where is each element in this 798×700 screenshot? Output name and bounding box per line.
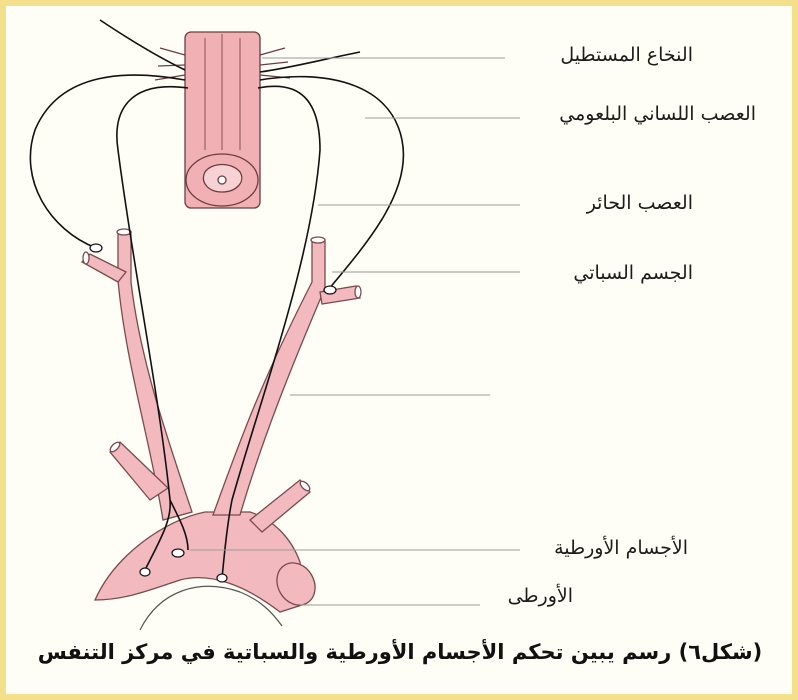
label-vagus-nerve: العصب الحائر bbox=[587, 192, 693, 214]
aortic-arch bbox=[95, 512, 305, 612]
figure-caption: (شكل٦) رسم يبين تحكم الأجسام الأورطية وا… bbox=[30, 640, 770, 664]
label-aortic-bodies: الأجسام الأورطية bbox=[554, 537, 688, 559]
carotid-body-left bbox=[90, 244, 102, 252]
aortic-body-2 bbox=[172, 549, 184, 557]
right-subclavian bbox=[250, 480, 310, 532]
glossopharyngeal-left bbox=[30, 75, 185, 248]
label-carotid-body: الجسم السباتي bbox=[573, 262, 693, 284]
glossopharyngeal-right bbox=[260, 77, 403, 290]
label-spinal-cord: النخاع المستطيل bbox=[560, 44, 693, 66]
label-aorta: الأورطى bbox=[508, 585, 573, 607]
carotid-body-right bbox=[324, 286, 336, 294]
label-glossopharyngeal-nerve: العصب اللساني البلعومي bbox=[559, 103, 756, 125]
artery-tree bbox=[82, 229, 361, 612]
aortic-body-1 bbox=[140, 568, 150, 576]
aortic-body-3 bbox=[217, 574, 227, 582]
